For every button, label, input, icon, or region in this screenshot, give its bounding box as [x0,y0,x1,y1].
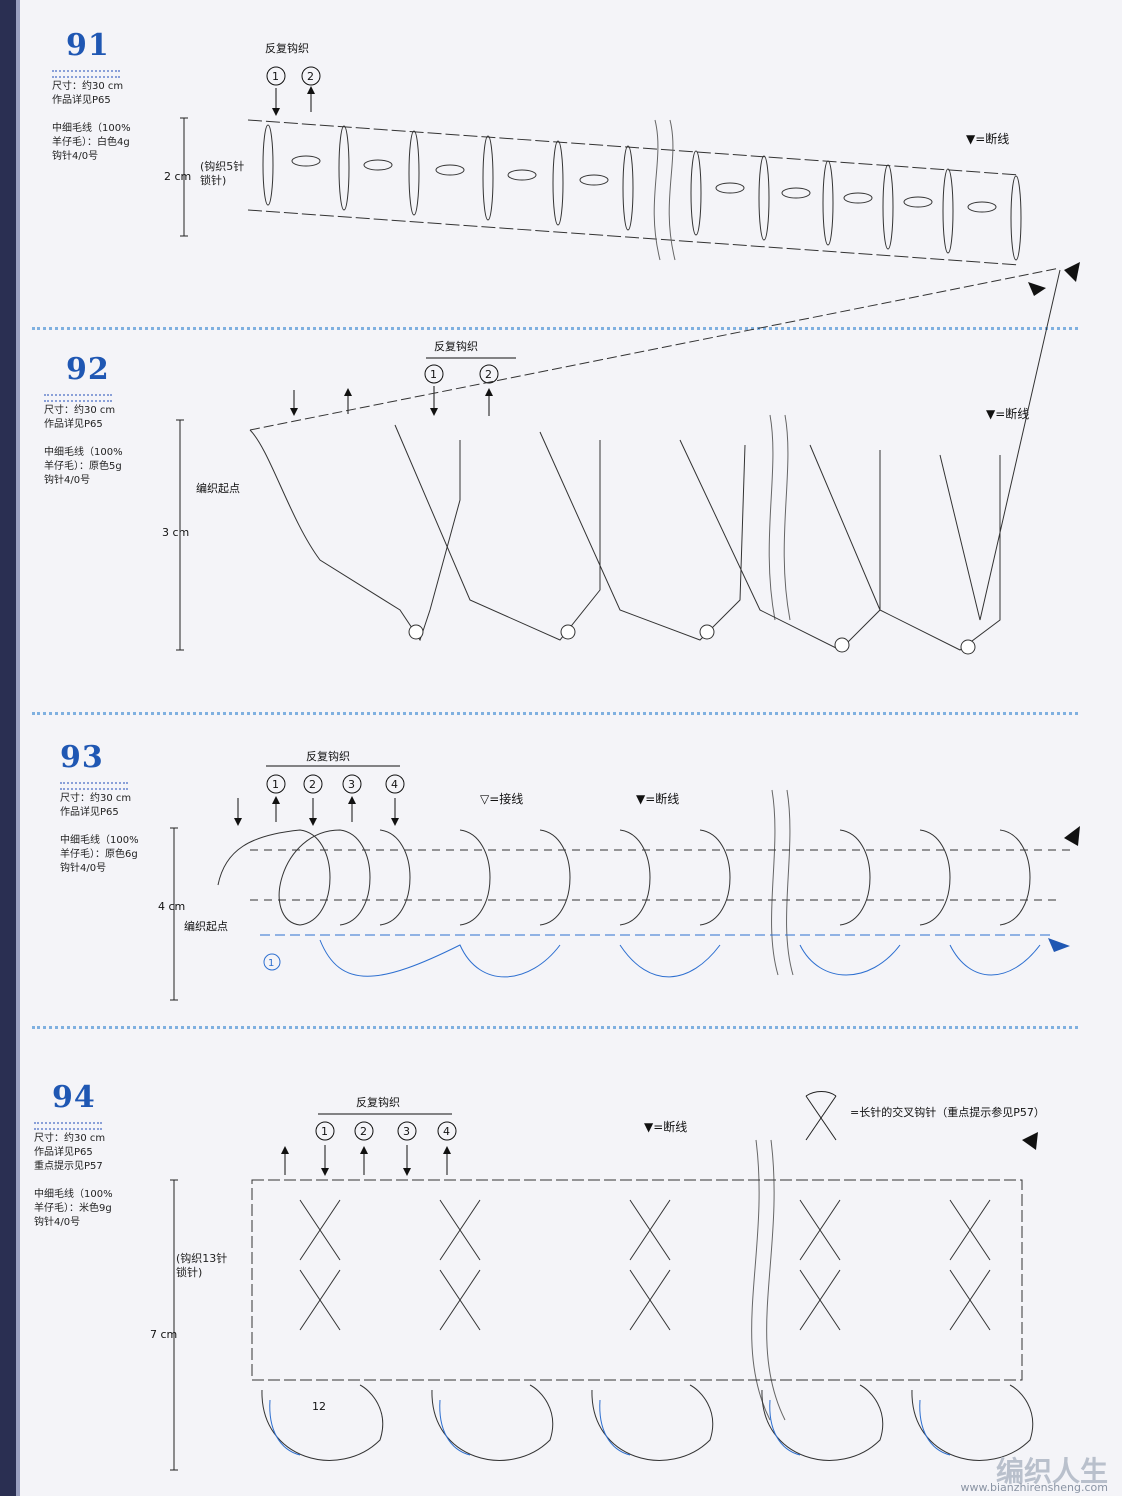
start-label: 编织起点 [184,920,228,933]
pattern-number: 93 [60,740,104,775]
svg-text:3: 3 [403,1125,410,1138]
svg-text:4: 4 [443,1125,450,1138]
start-label: 编织起点 [196,482,240,495]
chain-note: (钩织13针 锁针) [176,1252,228,1279]
svg-text:1: 1 [268,958,274,969]
break-legend: ▼=断线 [966,132,1010,146]
repeat-label: 反复钩织 [434,340,478,353]
svg-text:1: 1 [272,70,279,83]
watermark-logo: 编织人生 [995,1455,1108,1488]
stitch-count: 12 [312,1400,326,1413]
pattern-meta: 尺寸：约30 cm 作品详见P65 重点提示见P57 中细毛线（100% 羊仔毛… [34,1133,113,1228]
book-spine [0,0,16,1496]
divider-dots [34,1122,102,1130]
svg-text:2: 2 [309,778,316,791]
chain-note: (钩织5针 锁针) [200,160,245,187]
height-label: 7 cm [150,1328,178,1341]
book-spine-edge [16,0,20,1496]
section-divider [32,712,1078,715]
pattern-meta: 尺寸：约30 cm 作品详见P65 中细毛线（100% 羊仔毛）：原色6g 钩针… [60,793,139,874]
cross-legend: =长针的交叉钩针（重点提示参见P57） [850,1106,1045,1119]
divider-dots [52,70,120,78]
repeat-label: 反复钩织 [356,1096,400,1109]
break-legend: ▼=断线 [636,792,680,806]
svg-text:1: 1 [430,368,437,381]
svg-text:2: 2 [360,1125,367,1138]
chart-91: 1 2 [180,66,1046,296]
pattern-number: 91 [66,28,110,63]
repeat-label: 反复钩织 [306,750,350,763]
height-label: 4 cm [158,900,186,913]
section-divider [32,327,1078,330]
watermark-url: www.bianzhirensheng.com [960,1481,1108,1494]
height-label: 3 cm [162,526,190,539]
divider-dots [44,394,112,402]
svg-text:1: 1 [321,1125,328,1138]
repeat-label: 反复钩织 [265,42,309,55]
svg-text:2: 2 [485,368,492,381]
svg-text:2: 2 [307,70,314,83]
pattern-number: 94 [52,1080,96,1115]
chart-92: 1 2 [176,262,1080,655]
chart-93: 1 2 3 4 [170,765,1080,1001]
svg-text:4: 4 [391,778,398,791]
break-legend: ▼=断线 [644,1120,688,1134]
pattern-meta: 尺寸：约30 cm 作品详见P65 中细毛线（100% 羊仔毛）：白色4g 钩针… [52,81,131,162]
divider-dots [60,782,128,790]
pattern-meta: 尺寸：约30 cm 作品详见P65 中细毛线（100% 羊仔毛）：原色5g 钩针… [44,405,123,486]
break-legend: ▼=断线 [986,407,1030,421]
pattern-number: 92 [66,352,110,387]
section-divider [32,1026,1078,1029]
join-legend: ▽=接线 [480,792,524,806]
svg-text:3: 3 [348,778,355,791]
svg-text:1: 1 [272,778,279,791]
